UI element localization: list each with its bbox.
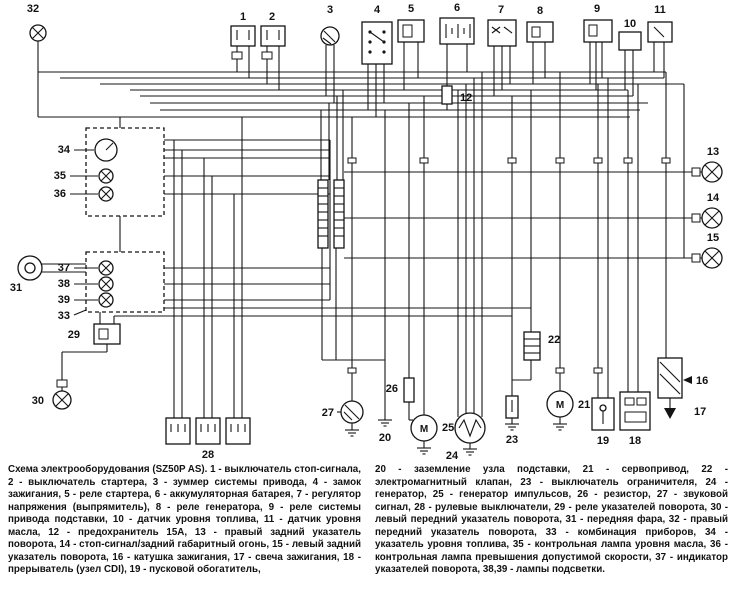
- inline-connectors: [347, 157, 671, 374]
- component-22-solenoid-valve: 22: [523, 331, 560, 361]
- component-16-ignition-coil: 16: [657, 357, 708, 399]
- component-6-battery: 6: [439, 2, 475, 45]
- wiring-harness: [37, 41, 702, 421]
- component-34-fuel-gauge: 34: [58, 138, 118, 162]
- label-3: 3: [327, 4, 333, 16]
- label-8: 8: [537, 5, 543, 17]
- label-19: 19: [597, 435, 609, 447]
- caption-left-column: Схема электрооборудования (SZ50P AS). 1 …: [8, 464, 361, 577]
- component-21-servo-drive: M 21: [546, 390, 590, 431]
- component-28-handlebar-switches: 28: [165, 417, 251, 460]
- component-13-rear-right-turn-lamp: 13: [691, 146, 723, 183]
- component-32-front-right-turn-lamp: 32: [27, 3, 47, 42]
- label-25: 25: [442, 422, 454, 434]
- label-29: 29: [68, 329, 80, 341]
- component-5-starter-relay: 5: [397, 3, 425, 43]
- component-9-stand-drive-relay: 9: [583, 3, 613, 43]
- component-11-oil-level-sensor: 11: [647, 4, 673, 43]
- caption-right-column: 20 - заземление узла подставки, 21 - сер…: [375, 464, 728, 576]
- component-8-generator-relay: 8: [526, 5, 554, 43]
- label-13: 13: [707, 146, 719, 158]
- label-14: 14: [707, 192, 720, 204]
- component-29-turn-signal-relay: 29: [68, 323, 121, 345]
- motor-letter: M: [420, 424, 428, 435]
- label-17: 17: [694, 406, 706, 418]
- label-33: 33: [58, 310, 70, 322]
- label-12: 12: [460, 92, 472, 104]
- label-39: 39: [58, 294, 70, 306]
- label-16: 16: [696, 375, 708, 387]
- component-38-backlight-lamp: 38: [58, 276, 114, 292]
- label-35: 35: [54, 170, 66, 182]
- label-24: 24: [446, 450, 459, 460]
- label-6: 6: [454, 2, 460, 14]
- component-25-pulse-generator: M 25: [410, 414, 454, 455]
- component-1-stoplight-switch: 1: [230, 11, 256, 60]
- component-14-stop-tail-lamp: 14: [691, 192, 723, 229]
- label-38: 38: [58, 278, 70, 290]
- label-18: 18: [629, 435, 641, 447]
- component-2-starter-switch: 2: [260, 11, 286, 60]
- component-19-choke: 19: [591, 397, 615, 447]
- motor-letter: M: [556, 400, 564, 411]
- label-7: 7: [498, 4, 504, 16]
- component-30-front-left-turn-lamp: 30: [32, 379, 72, 410]
- label-20: 20: [379, 432, 391, 444]
- component-20-stand-ground: 20: [377, 419, 393, 444]
- component-10-fuel-level-sensor: 10: [618, 18, 642, 51]
- component-7-voltage-regulator: 7: [487, 4, 517, 47]
- label-31: 31: [10, 282, 22, 294]
- label-15: 15: [707, 232, 719, 244]
- component-26-resistor: 26: [386, 377, 415, 403]
- caption-title: Схема электрооборудования (SZ50P AS).: [8, 464, 208, 475]
- label-11: 11: [654, 4, 666, 16]
- label-27: 27: [322, 407, 334, 419]
- label-2: 2: [269, 11, 275, 23]
- label-34: 34: [58, 144, 71, 156]
- caption-items-1-19: 1 - выключатель стоп-сигнала, 2 - выключ…: [8, 464, 361, 576]
- component-15-rear-left-turn-lamp: 15: [691, 232, 723, 269]
- label-30: 30: [32, 395, 44, 407]
- label-1: 1: [240, 11, 246, 23]
- label-26: 26: [386, 383, 398, 395]
- component-36-overspeed-warning-lamp: 36: [54, 186, 114, 202]
- label-21: 21: [578, 399, 590, 411]
- component-24-generator: 24: [446, 412, 486, 460]
- label-37: 37: [58, 262, 70, 274]
- component-23-limiter-switch: 23: [504, 395, 520, 446]
- label-28: 28: [202, 449, 214, 460]
- central-connector: [317, 179, 345, 249]
- component-12-fuse: 12: [441, 85, 472, 105]
- figure-caption: Схема электрооборудования (SZ50P AS). 1 …: [0, 460, 734, 577]
- label-36: 36: [54, 188, 66, 200]
- label-22: 22: [548, 334, 560, 346]
- component-35-oil-warning-lamp: 35: [54, 168, 114, 184]
- component-3-buzzer: 3: [320, 4, 340, 46]
- component-18-cdi-unit: 18: [619, 391, 651, 447]
- wiring-diagram: 1 2 3 4 5 6 7 8: [10, 2, 723, 460]
- label-4: 4: [374, 4, 381, 16]
- label-10: 10: [624, 18, 636, 30]
- label-23: 23: [506, 434, 518, 446]
- label-5: 5: [408, 3, 414, 15]
- component-27-horn: 27: [322, 400, 364, 437]
- component-4-ignition-lock: 4: [361, 4, 393, 65]
- component-31-headlamp: 31: [10, 255, 43, 294]
- component-33-instrument-cluster: 34 35 36 37 38: [54, 127, 165, 322]
- component-37-turn-indicator-lamp: 37: [58, 260, 114, 276]
- label-9: 9: [594, 3, 600, 15]
- component-17-spark-plug: 17: [664, 406, 706, 419]
- component-39-backlight-lamp: 39: [58, 292, 114, 308]
- label-32: 32: [27, 3, 39, 15]
